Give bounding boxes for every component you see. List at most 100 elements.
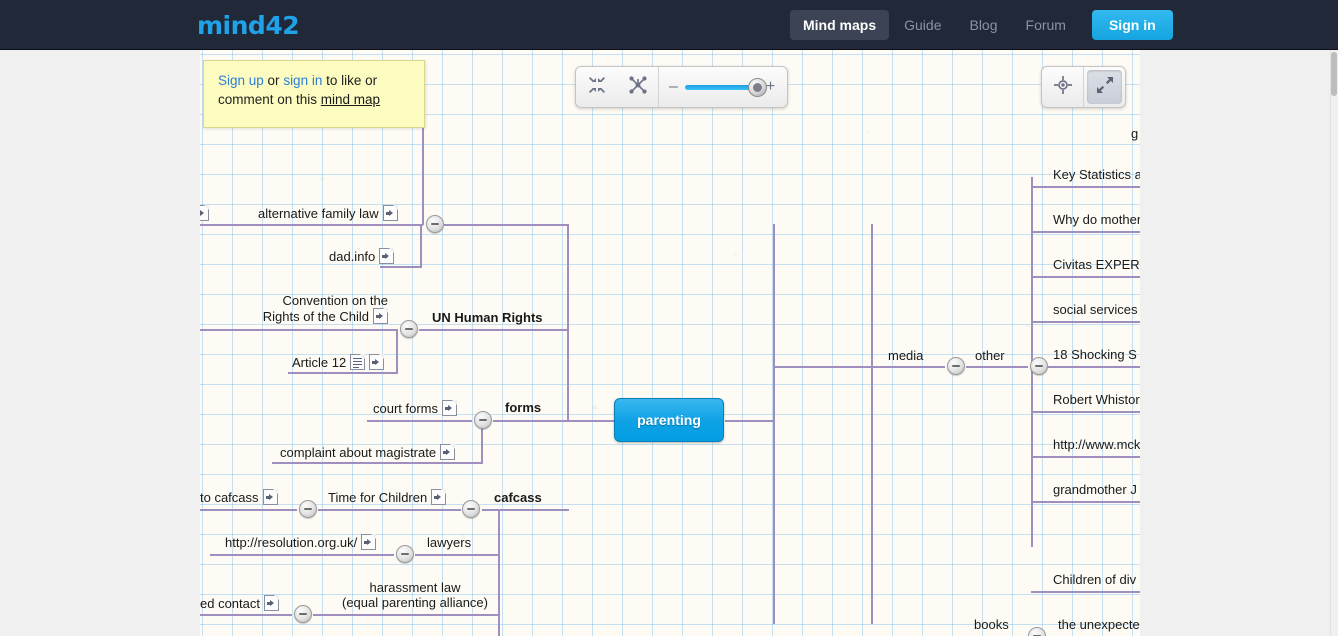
node-forms[interactable]: forms bbox=[505, 400, 541, 415]
edge bbox=[1031, 366, 1140, 368]
node-un-human-rights[interactable]: UN Human Rights bbox=[432, 310, 543, 325]
node-harassment-law[interactable]: harassment law (equal parenting alliance… bbox=[322, 580, 508, 610]
node-why-do-mothers[interactable]: Why do mother bbox=[1053, 212, 1140, 227]
node-right-partial-g[interactable]: g bbox=[1131, 126, 1138, 141]
node-dad-info[interactable]: dad.info bbox=[329, 248, 395, 264]
edge bbox=[493, 420, 569, 422]
node-mck-url[interactable]: http://www.mck bbox=[1053, 437, 1140, 452]
node-article-12[interactable]: Article 12 bbox=[292, 354, 385, 370]
mindmap-paper[interactable]: parenting alternative family law dad.inf… bbox=[200, 50, 1140, 636]
sign-up-link[interactable]: Sign up bbox=[218, 73, 264, 88]
node-convention-rights-of-child[interactable]: Convention on the Rights of the Child bbox=[258, 293, 388, 324]
node-label-line1: Convention on the bbox=[282, 293, 388, 308]
node-18-shocking-stats[interactable]: 18 Shocking S bbox=[1053, 347, 1137, 362]
sign-in-button[interactable]: Sign in bbox=[1091, 10, 1173, 40]
node-key-statistics[interactable]: Key Statistics a bbox=[1053, 167, 1140, 182]
collapse-toggle-harassment-law[interactable] bbox=[294, 605, 312, 623]
node-label: social services bbox=[1053, 302, 1138, 317]
collapse-all-button[interactable] bbox=[576, 67, 617, 107]
link-icon[interactable] bbox=[442, 400, 458, 416]
node-social-services[interactable]: social services bbox=[1053, 302, 1138, 317]
link-icon[interactable] bbox=[264, 595, 279, 611]
node-civitas-expert[interactable]: Civitas EXPER bbox=[1053, 257, 1140, 272]
node-grandmother-j[interactable]: grandmother J bbox=[1053, 482, 1137, 497]
zoom-slider-knob[interactable] bbox=[747, 77, 767, 97]
collapse-toggle-books[interactable] bbox=[1028, 627, 1046, 636]
node-label: media bbox=[888, 348, 924, 363]
nav-item-blog[interactable]: Blog bbox=[969, 17, 998, 33]
zoom-out-label[interactable]: – bbox=[669, 78, 678, 95]
edge bbox=[200, 329, 398, 331]
nav-item-forum[interactable]: Forum bbox=[1025, 17, 1066, 33]
collapse-toggle-alternative-family-law[interactable] bbox=[426, 215, 444, 233]
node-other[interactable]: other bbox=[975, 348, 1005, 363]
node-books[interactable]: books bbox=[974, 617, 1009, 632]
edge bbox=[396, 329, 398, 374]
node-alternative-family-law[interactable]: alternative family law bbox=[258, 205, 398, 221]
node-media[interactable]: media bbox=[888, 348, 923, 363]
node-ed-contact[interactable]: ed contact bbox=[200, 595, 279, 611]
nav-item-guide[interactable]: Guide bbox=[904, 17, 942, 33]
top-navigation-bar: mind42 Mind maps Guide Blog Forum Sign i… bbox=[0, 0, 1338, 50]
fullscreen-button[interactable] bbox=[1087, 70, 1122, 104]
edge bbox=[288, 372, 398, 374]
node-time-for-children[interactable]: Time for Children bbox=[328, 489, 447, 505]
vertical-scrollbar[interactable] bbox=[1330, 50, 1338, 636]
node-robert-whiston[interactable]: Robert Whistor bbox=[1053, 392, 1140, 407]
link-icon[interactable] bbox=[200, 205, 209, 221]
collapse-toggle-forms[interactable] bbox=[474, 411, 492, 429]
node-the-unexpected[interactable]: the unexpecte bbox=[1058, 617, 1140, 632]
link-icon[interactable] bbox=[382, 205, 398, 221]
node-label-line2: (equal parenting alliance) bbox=[342, 595, 488, 610]
link-icon[interactable] bbox=[379, 248, 395, 264]
link-icon[interactable] bbox=[440, 444, 456, 460]
link-icon[interactable] bbox=[262, 489, 278, 505]
collapse-toggle-un-human-rights[interactable] bbox=[400, 320, 418, 338]
mind42-logo[interactable]: mind42 bbox=[197, 11, 300, 40]
node-resolution-org-uk[interactable]: http://resolution.org.uk/ bbox=[225, 534, 377, 550]
edge bbox=[568, 420, 615, 422]
mindmap-canvas-area[interactable]: parenting alternative family law dad.inf… bbox=[0, 50, 1338, 636]
collapse-toggle-media[interactable] bbox=[947, 357, 965, 375]
collapse-toggle-time-for-children[interactable] bbox=[299, 500, 317, 518]
scrollbar-thumb[interactable] bbox=[1331, 52, 1337, 96]
node-to-cafcass[interactable]: to cafcass bbox=[200, 489, 278, 505]
collapse-toggle-other[interactable] bbox=[1030, 357, 1048, 375]
node-label: Key Statistics a bbox=[1053, 167, 1140, 182]
network-layout-icon bbox=[628, 75, 648, 100]
link-icon[interactable] bbox=[361, 534, 377, 550]
note-text-middle: to like or comment on this bbox=[218, 73, 378, 107]
network-layout-button[interactable] bbox=[617, 67, 658, 107]
node-left-cut-link-icon[interactable] bbox=[200, 205, 209, 221]
fullscreen-expand-icon bbox=[1096, 76, 1114, 99]
node-label: g bbox=[1131, 126, 1139, 141]
edge bbox=[210, 554, 394, 556]
link-icon[interactable] bbox=[431, 489, 447, 505]
zoom-slider-track[interactable] bbox=[684, 77, 767, 97]
node-cafcass[interactable]: cafcass bbox=[494, 490, 542, 505]
zoom-in-label[interactable]: + bbox=[765, 78, 776, 95]
edge bbox=[966, 366, 1028, 368]
node-label: complaint about magistrate bbox=[280, 444, 437, 460]
center-map-button[interactable] bbox=[1042, 67, 1083, 107]
edge bbox=[1031, 591, 1140, 593]
edge bbox=[482, 509, 569, 511]
sign-in-link[interactable]: sign in bbox=[283, 73, 323, 88]
note-icon[interactable] bbox=[350, 354, 366, 370]
link-icon[interactable] bbox=[373, 308, 388, 324]
mind-map-link[interactable]: mind map bbox=[320, 92, 381, 107]
node-court-forms[interactable]: court forms bbox=[373, 400, 458, 416]
collapse-toggle-lawyers[interactable] bbox=[396, 545, 414, 563]
edge bbox=[1031, 501, 1140, 503]
link-icon[interactable] bbox=[369, 354, 385, 370]
node-label: UN Human Rights bbox=[432, 310, 543, 325]
node-complaint-about-magistrate[interactable]: complaint about magistrate bbox=[280, 444, 456, 460]
node-lawyers[interactable]: lawyers bbox=[427, 535, 471, 550]
root-node-parenting[interactable]: parenting bbox=[614, 398, 724, 442]
node-label: Time for Children bbox=[328, 489, 428, 505]
zoom-slider-group[interactable]: – + bbox=[659, 67, 787, 107]
collapse-toggle-cafcass[interactable] bbox=[462, 500, 480, 518]
nav-item-mind-maps[interactable]: Mind maps bbox=[790, 10, 890, 40]
edge bbox=[419, 329, 569, 331]
node-children-of-divorce[interactable]: Children of div bbox=[1053, 572, 1136, 587]
